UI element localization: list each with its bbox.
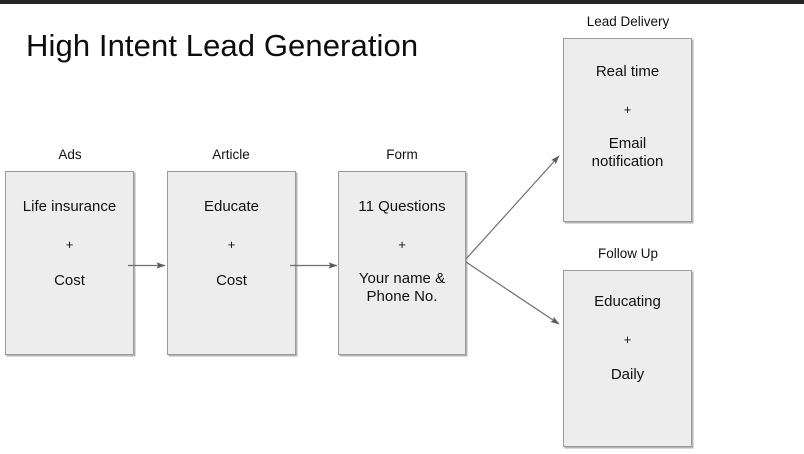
node-article[interactable]: Educate + Cost <box>167 171 296 355</box>
node-follow-up[interactable]: Educating + Daily <box>563 270 692 447</box>
node-follow-up-line-2: + <box>623 332 632 347</box>
node-ads-line-3: Cost <box>54 272 85 289</box>
node-label-article: Article <box>212 147 250 162</box>
node-lead-delivery-line-3a: Email <box>608 135 647 152</box>
node-follow-up-line-1: Educating <box>594 293 661 310</box>
node-label-form: Form <box>386 147 418 162</box>
node-article-line-1: Educate <box>203 198 260 215</box>
node-form-line-2: + <box>398 237 406 252</box>
node-lead-delivery-line-3b: notification <box>591 153 664 170</box>
node-follow-up-line-3: Daily <box>610 366 645 383</box>
node-label-ads: Ads <box>58 147 82 162</box>
node-label-lead-delivery: Lead Delivery <box>586 14 670 29</box>
node-form-line-1: 11 Questions <box>358 198 446 215</box>
node-ads-line-2: + <box>65 237 74 252</box>
node-ads-line-1: Life insurance <box>22 198 117 215</box>
node-article-line-2: + <box>227 237 236 252</box>
node-lead-delivery-line-1: Real time <box>595 63 660 80</box>
node-form-line-3a: Your name & <box>358 270 446 287</box>
video-top-bar <box>0 0 804 4</box>
page-title: High Intent Lead Generation <box>26 28 419 63</box>
edge-form-to-follow-up <box>465 261 560 325</box>
node-lead-delivery[interactable]: Real time + Email notification <box>563 38 692 222</box>
node-form-line-3b: Phone No. <box>366 288 438 305</box>
node-article-line-3: Cost <box>216 272 247 289</box>
node-form[interactable]: 11 Questions + Your name & Phone No. <box>338 171 466 355</box>
edge-form-to-lead-delivery <box>465 155 560 260</box>
node-ads[interactable]: Life insurance + Cost <box>5 171 134 355</box>
node-label-follow-up: Follow Up <box>597 246 659 261</box>
node-lead-delivery-line-2: + <box>623 102 632 117</box>
